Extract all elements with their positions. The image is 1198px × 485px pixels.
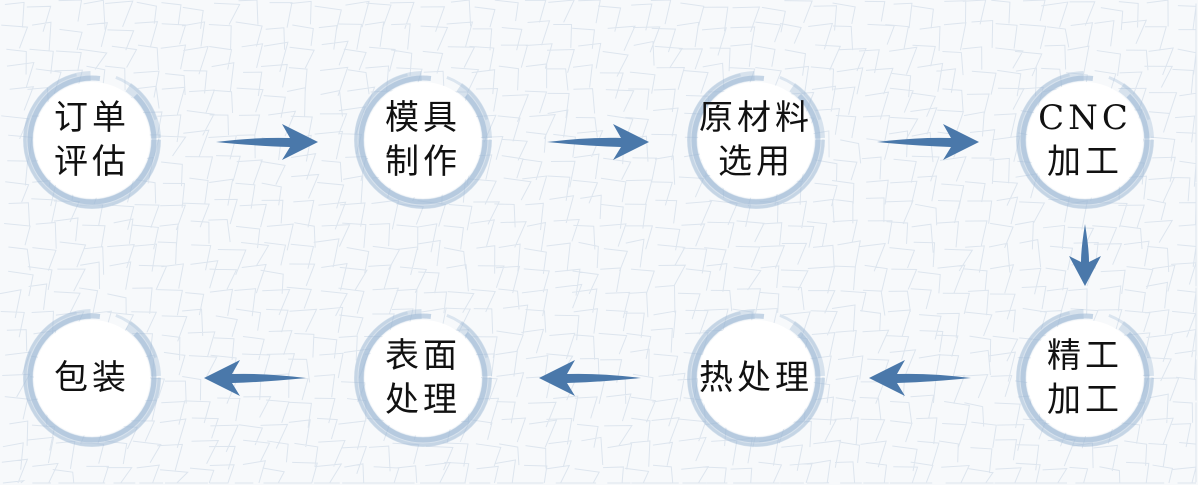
step-label: CNC 加工 [1038,98,1132,182]
step-cnc-machining: CNC 加工 [1010,65,1160,215]
step-precision-machining: 精工 加工 [1010,303,1160,453]
arrow-right-icon [547,124,649,160]
ink-ring-icon [687,309,825,447]
arrow-left-icon [869,360,971,396]
step-label: 热处理 [699,358,813,398]
ink-ring-icon [1016,309,1154,447]
step-heat-treatment: 热处理 [681,303,831,453]
step-label: 精工 加工 [1047,336,1123,420]
step-label: 表面 处理 [385,336,461,420]
ink-ring-icon [354,71,492,209]
ink-ring-icon [354,309,492,447]
ink-ring-icon [23,309,161,447]
arrow-down-icon [1069,224,1101,286]
step-label: 包装 [54,358,130,398]
step-label: 订单 评估 [54,98,130,182]
arrow-left-icon [204,360,306,396]
step-order-evaluation: 订单 评估 [17,65,167,215]
step-surface-treatment: 表面 处理 [348,303,498,453]
step-label: 模具 制作 [385,98,461,182]
step-label: 原材料 选用 [699,98,813,182]
arrow-right-icon [877,124,979,160]
arrow-left-icon [539,360,641,396]
ink-ring-icon [1016,71,1154,209]
ink-ring-icon [687,71,825,209]
step-material-selection: 原材料 选用 [681,65,831,215]
arrow-right-icon [216,124,318,160]
step-mold-making: 模具 制作 [348,65,498,215]
ink-ring-icon [23,71,161,209]
step-packaging: 包装 [17,303,167,453]
